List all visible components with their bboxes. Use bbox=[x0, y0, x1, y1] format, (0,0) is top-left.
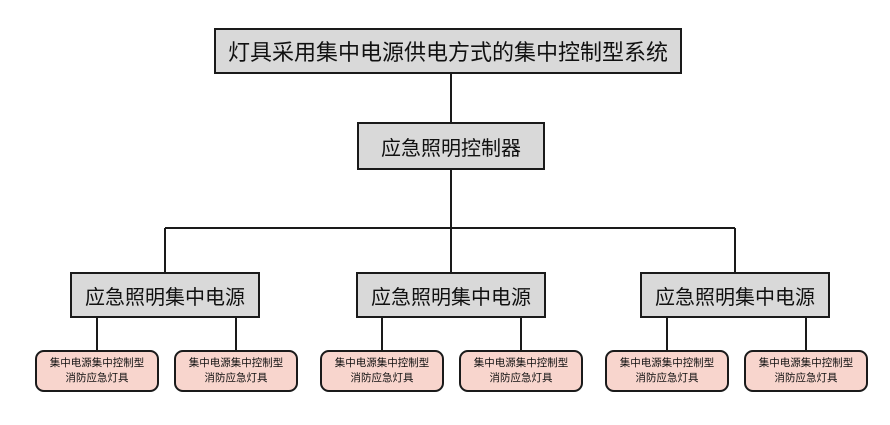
emergency-lamp-box-2-1: 集中电源集中控制型 消防应急灯具 bbox=[320, 350, 444, 392]
central-power-supply-box-1: 应急照明集中电源 bbox=[70, 272, 260, 318]
emergency-lamp-box-1-1: 集中电源集中控制型 消防应急灯具 bbox=[35, 350, 159, 392]
lamp-name-label: 消防应急灯具 bbox=[635, 372, 699, 384]
central-power-supply-box-3: 应急照明集中电源 bbox=[640, 272, 830, 318]
lamp-type-label: 集中电源集中控制型 bbox=[49, 357, 145, 369]
emergency-lamp-box-1-2: 集中电源集中控制型 消防应急灯具 bbox=[174, 350, 298, 392]
lamp-name-label: 消防应急灯具 bbox=[350, 372, 414, 384]
lamp-name-label: 消防应急灯具 bbox=[774, 372, 838, 384]
lamp-name-label: 消防应急灯具 bbox=[65, 372, 129, 384]
emergency-lamp-box-3-1: 集中电源集中控制型 消防应急灯具 bbox=[605, 350, 729, 392]
emergency-lighting-controller-box: 应急照明控制器 bbox=[357, 122, 545, 170]
lamp-type-label: 集中电源集中控制型 bbox=[473, 357, 569, 369]
lamp-type-label: 集中电源集中控制型 bbox=[619, 357, 715, 369]
central-power-supply-box-2: 应急照明集中电源 bbox=[356, 272, 546, 318]
lamp-type-label: 集中电源集中控制型 bbox=[758, 357, 854, 369]
lamp-type-label: 集中电源集中控制型 bbox=[334, 357, 430, 369]
emergency-lamp-box-2-2: 集中电源集中控制型 消防应急灯具 bbox=[459, 350, 583, 392]
lamp-name-label: 消防应急灯具 bbox=[204, 372, 268, 384]
system-title-box: 灯具采用集中电源供电方式的集中控制型系统 bbox=[214, 28, 682, 74]
emergency-lamp-box-3-2: 集中电源集中控制型 消防应急灯具 bbox=[744, 350, 868, 392]
lamp-name-label: 消防应急灯具 bbox=[489, 372, 553, 384]
lamp-type-label: 集中电源集中控制型 bbox=[188, 357, 284, 369]
